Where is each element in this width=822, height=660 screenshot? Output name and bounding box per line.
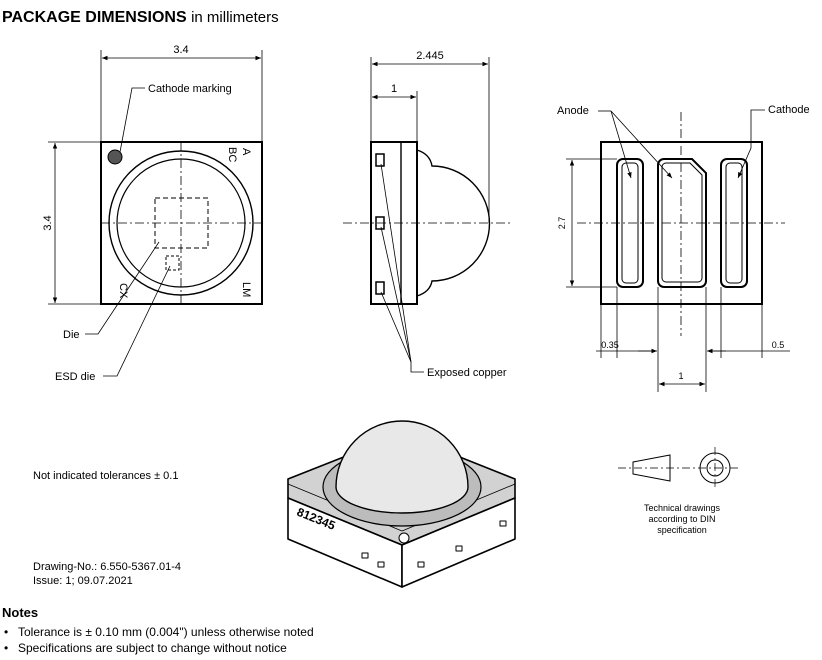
- page-title: PACKAGE DIMENSIONS in millimeters: [2, 9, 279, 27]
- notes-list: Tolerance is ± 0.10 mm (0.004") unless o…: [2, 624, 314, 656]
- code-lm: LM: [240, 282, 252, 297]
- side-body-dim: 1: [391, 83, 397, 95]
- iso-right-face: [401, 497, 516, 588]
- leader-copper-tail: [410, 362, 424, 373]
- side-total-dim: 2.445: [416, 50, 444, 62]
- tolerance-text: Not indicated tolerances ± 0.1: [33, 470, 178, 482]
- esd-die-label: ESD die: [55, 371, 95, 383]
- code-a: A: [240, 148, 252, 156]
- title-units: in millimeters: [191, 9, 279, 26]
- leader-die: [85, 241, 160, 335]
- leader-copper-3: [380, 291, 412, 363]
- issue-info: Issue: 1; 09.07.2021: [33, 575, 133, 587]
- bottom-right-dim: 0.5: [772, 340, 785, 350]
- anode-label: Anode: [557, 105, 589, 117]
- iso-lens-dome: [335, 420, 469, 514]
- bottom-pad-left-inner: [621, 162, 639, 284]
- bottom-view: [566, 109, 790, 392]
- top-view: [48, 50, 263, 377]
- leader-cathode: [737, 109, 765, 179]
- esd-die-outline: [165, 255, 180, 271]
- din-text-3: specification: [657, 525, 707, 535]
- exposed-copper-label: Exposed copper: [427, 367, 507, 379]
- note-item: Tolerance is ± 0.10 mm (0.004") unless o…: [2, 624, 314, 640]
- cathode-marking-label: Cathode marking: [148, 83, 232, 95]
- leader-esd-die: [103, 265, 171, 377]
- die-label: Die: [63, 329, 80, 341]
- copper-pad-bottom: [375, 281, 385, 295]
- bottom-left-dim: 0.35: [601, 340, 619, 350]
- leader-copper-1: [380, 163, 412, 363]
- drawing-number: Drawing-No.: 6.550-5367.01-4: [33, 561, 181, 573]
- bottom-pad-center-inner: [661, 162, 703, 283]
- iso-pad-r1: [499, 520, 507, 527]
- leader-anode-center: [610, 110, 673, 179]
- leader-cathode-marking: [119, 87, 145, 153]
- cathode-marking-dot: [107, 149, 123, 165]
- bottom-height-dim: 2.7: [557, 217, 567, 230]
- note-item: Specifications are subject to change wit…: [2, 640, 314, 656]
- iso-view: [287, 420, 516, 588]
- din-cone-icon: [632, 454, 671, 482]
- cathode-label: Cathode: [768, 104, 810, 116]
- leader-anode-left: [610, 110, 632, 179]
- iso-pad-l2: [377, 561, 385, 568]
- leader-copper-2: [380, 226, 412, 363]
- copper-pad-top: [375, 153, 385, 167]
- side-view: [343, 57, 510, 373]
- iso-pad-l1: [361, 552, 369, 559]
- bottom-pitch-dim: 1: [678, 371, 683, 381]
- top-height-dim: 3.4: [42, 215, 54, 230]
- din-text-1: Technical drawings: [644, 503, 721, 513]
- top-width-dim: 3.4: [173, 44, 188, 56]
- iso-mark-circle: [398, 532, 410, 544]
- code-cx: CX: [117, 283, 129, 299]
- iso-pad-r3: [417, 561, 425, 568]
- notes-heading: Notes: [2, 605, 39, 620]
- bottom-pad-center: [657, 158, 707, 288]
- iso-pad-r2: [455, 545, 463, 552]
- code-bc: BC: [226, 147, 238, 162]
- side-lens-profile: [416, 149, 491, 297]
- din-text-2: according to DIN: [648, 514, 715, 524]
- din-projection-symbol: [618, 447, 740, 489]
- title-bold: PACKAGE DIMENSIONS: [2, 9, 187, 26]
